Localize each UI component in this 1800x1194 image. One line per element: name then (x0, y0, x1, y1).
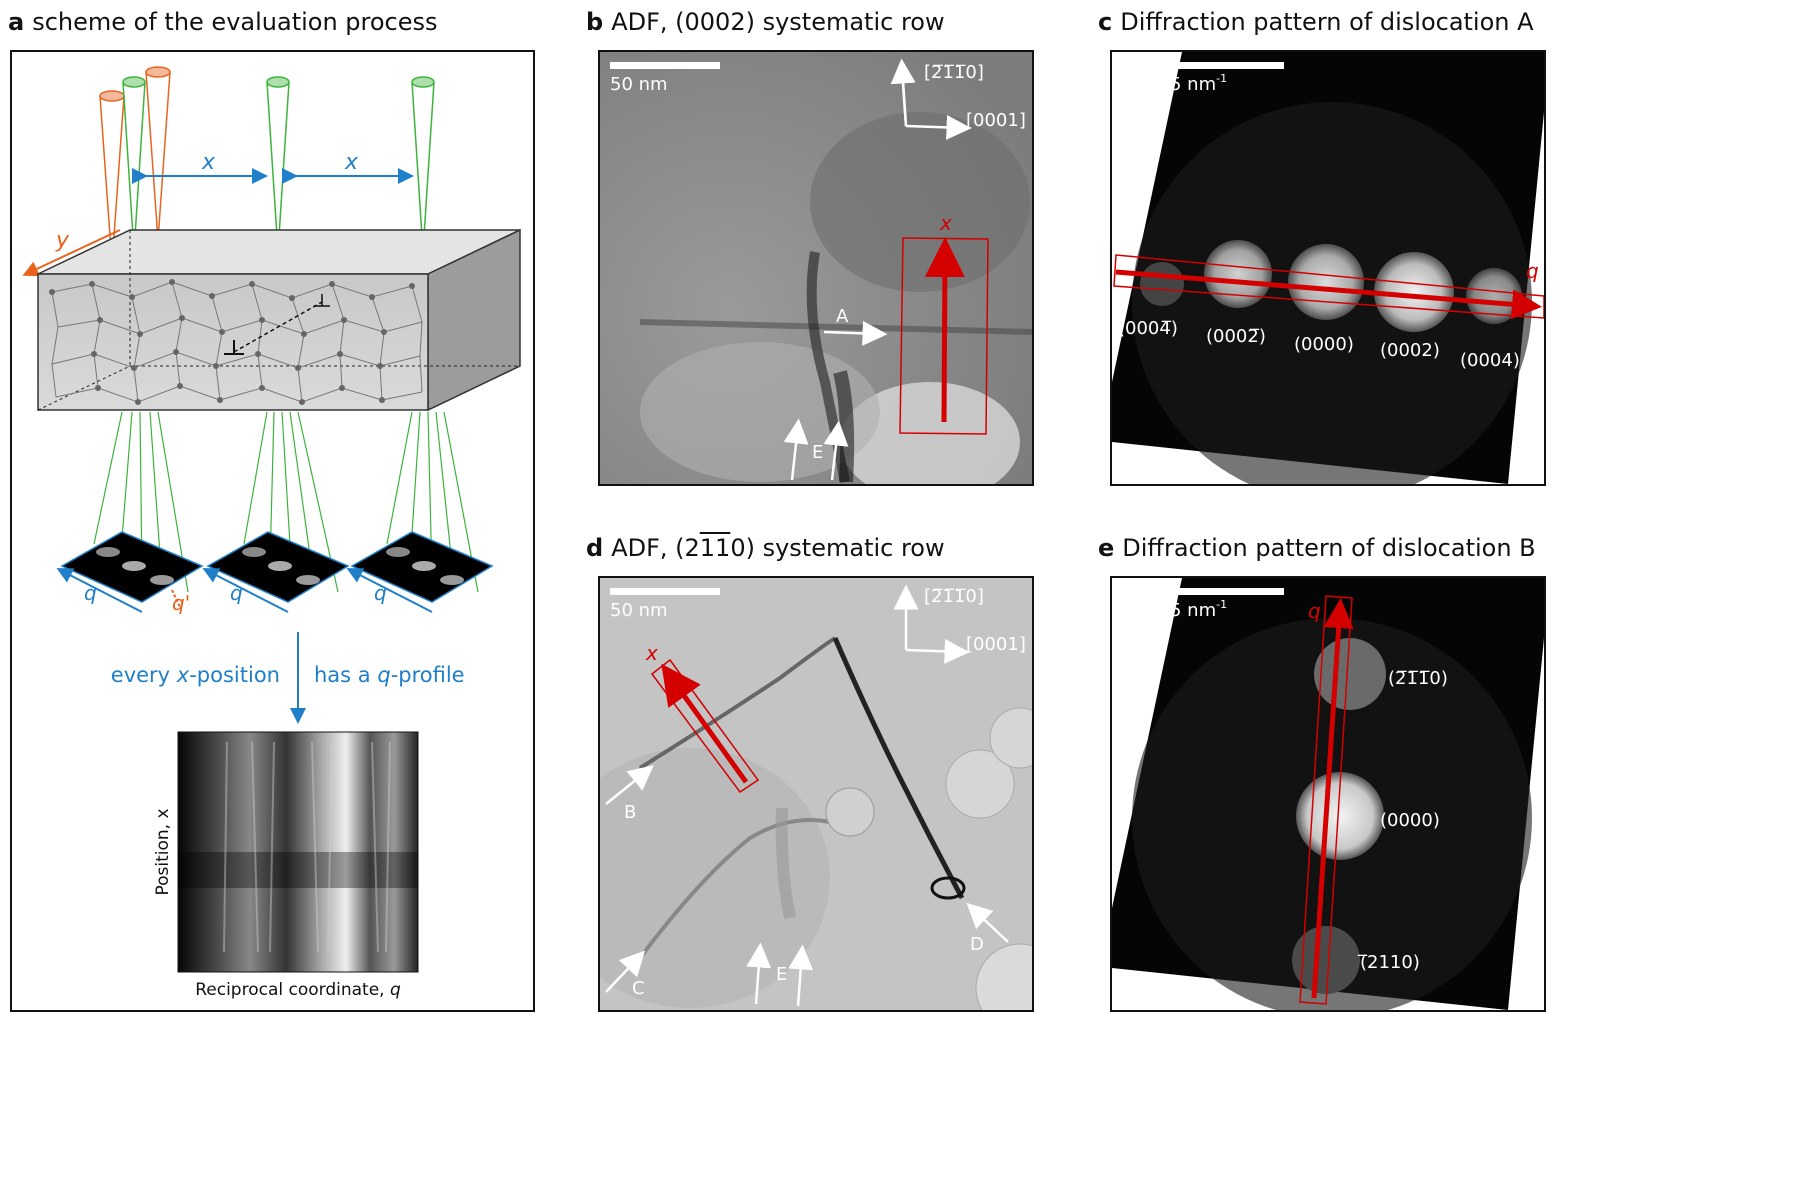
arrow-E-1 (783, 418, 809, 481)
q-label: q (1308, 599, 1321, 623)
scale-bar-label: 50 nm (610, 600, 668, 621)
arrow-E-1 (746, 942, 772, 1005)
profile-box-q (1299, 595, 1354, 1005)
panel-e-diffraction: q 5 nm-1 (2̅1̅1̅0) (0000) (̅2110) (1110, 576, 1546, 1012)
map-x-axis-label: Reciprocal coordinate, q (195, 980, 401, 1000)
scale-bar-label: 5 nm-1 (1170, 598, 1227, 621)
panel-a-scheme: x x y (10, 50, 535, 1012)
spot-label-4: (0002) (1380, 340, 1440, 361)
arrow-B-label: B (624, 802, 636, 823)
direction-label-1: [2̅1̅1̅0] (924, 586, 984, 607)
sample-box (37, 228, 521, 412)
x-label: x (939, 211, 952, 235)
x-label-1: x (201, 150, 216, 175)
scale-bar (610, 62, 720, 69)
arrow-E-2 (788, 944, 814, 1007)
arrow-A-label: A (836, 306, 849, 327)
q-label: q (1526, 259, 1539, 283)
flow-text-left: every x-position (111, 663, 280, 687)
q-label-2: q (230, 581, 243, 605)
spot-label-1: (2̅1̅1̅0) (1388, 668, 1448, 689)
arrow-A (823, 320, 888, 346)
profile-box-x (899, 237, 989, 435)
detector-planes (56, 531, 494, 613)
flow-text-right: has a q-profile (314, 663, 465, 687)
arrow-B (605, 765, 654, 805)
panel-d-adf-image: 50 nm [2̅1̅1̅0] [0001] x B C D E (598, 576, 1034, 1012)
spot-label-3: (0000) (1294, 334, 1354, 355)
y-label: y (55, 228, 70, 253)
q-label-3: q (374, 581, 387, 605)
x-label: x (645, 641, 658, 665)
y-direction-arrow (22, 229, 121, 277)
direction-label-1: [2̅1̅1̅0] (924, 62, 984, 83)
arrow-D (966, 902, 1009, 943)
profile-box-q (1113, 254, 1544, 320)
arrow-E-2 (823, 420, 849, 481)
scale-bar (1170, 588, 1284, 595)
scale-bar (1170, 62, 1284, 69)
qprime-label: q' (172, 591, 190, 615)
map-y-axis-label: Position, x (153, 808, 173, 895)
x-label-2: x (344, 150, 359, 175)
scale-bar-label: 50 nm (610, 74, 668, 95)
spot-label-3: (̅2110) (1357, 952, 1420, 973)
direction-label-2: [0001] (966, 110, 1026, 131)
spot-label-1: (0004̅) (1118, 318, 1178, 339)
spot-label-5: (0004) (1460, 350, 1520, 371)
diffracted-beams (93, 411, 479, 593)
direction-label-2: [0001] (966, 634, 1026, 655)
qx-map (177, 731, 419, 973)
arrow-E-label: E (812, 442, 823, 463)
spot-label-2: (0002̅) (1206, 326, 1266, 347)
scale-bar (610, 588, 720, 595)
q-label-1: q (84, 581, 97, 605)
spot-label-2: (0000) (1380, 810, 1440, 831)
scale-bar-label: 5 nm-1 (1170, 72, 1227, 95)
panel-b-adf-image: 50 nm [2̅1̅1̅0] [0001] x A E (598, 50, 1034, 486)
panel-c-diffraction: q 5 nm-1 (0004̅) (0002̅) (0000) (0002) (… (1110, 50, 1546, 486)
arrow-D-label: D (970, 934, 984, 955)
profile-box-x (650, 658, 760, 794)
arrow-E-label: E (776, 964, 787, 985)
arrow-C (605, 950, 646, 993)
arrow-C-label: C (632, 978, 645, 999)
